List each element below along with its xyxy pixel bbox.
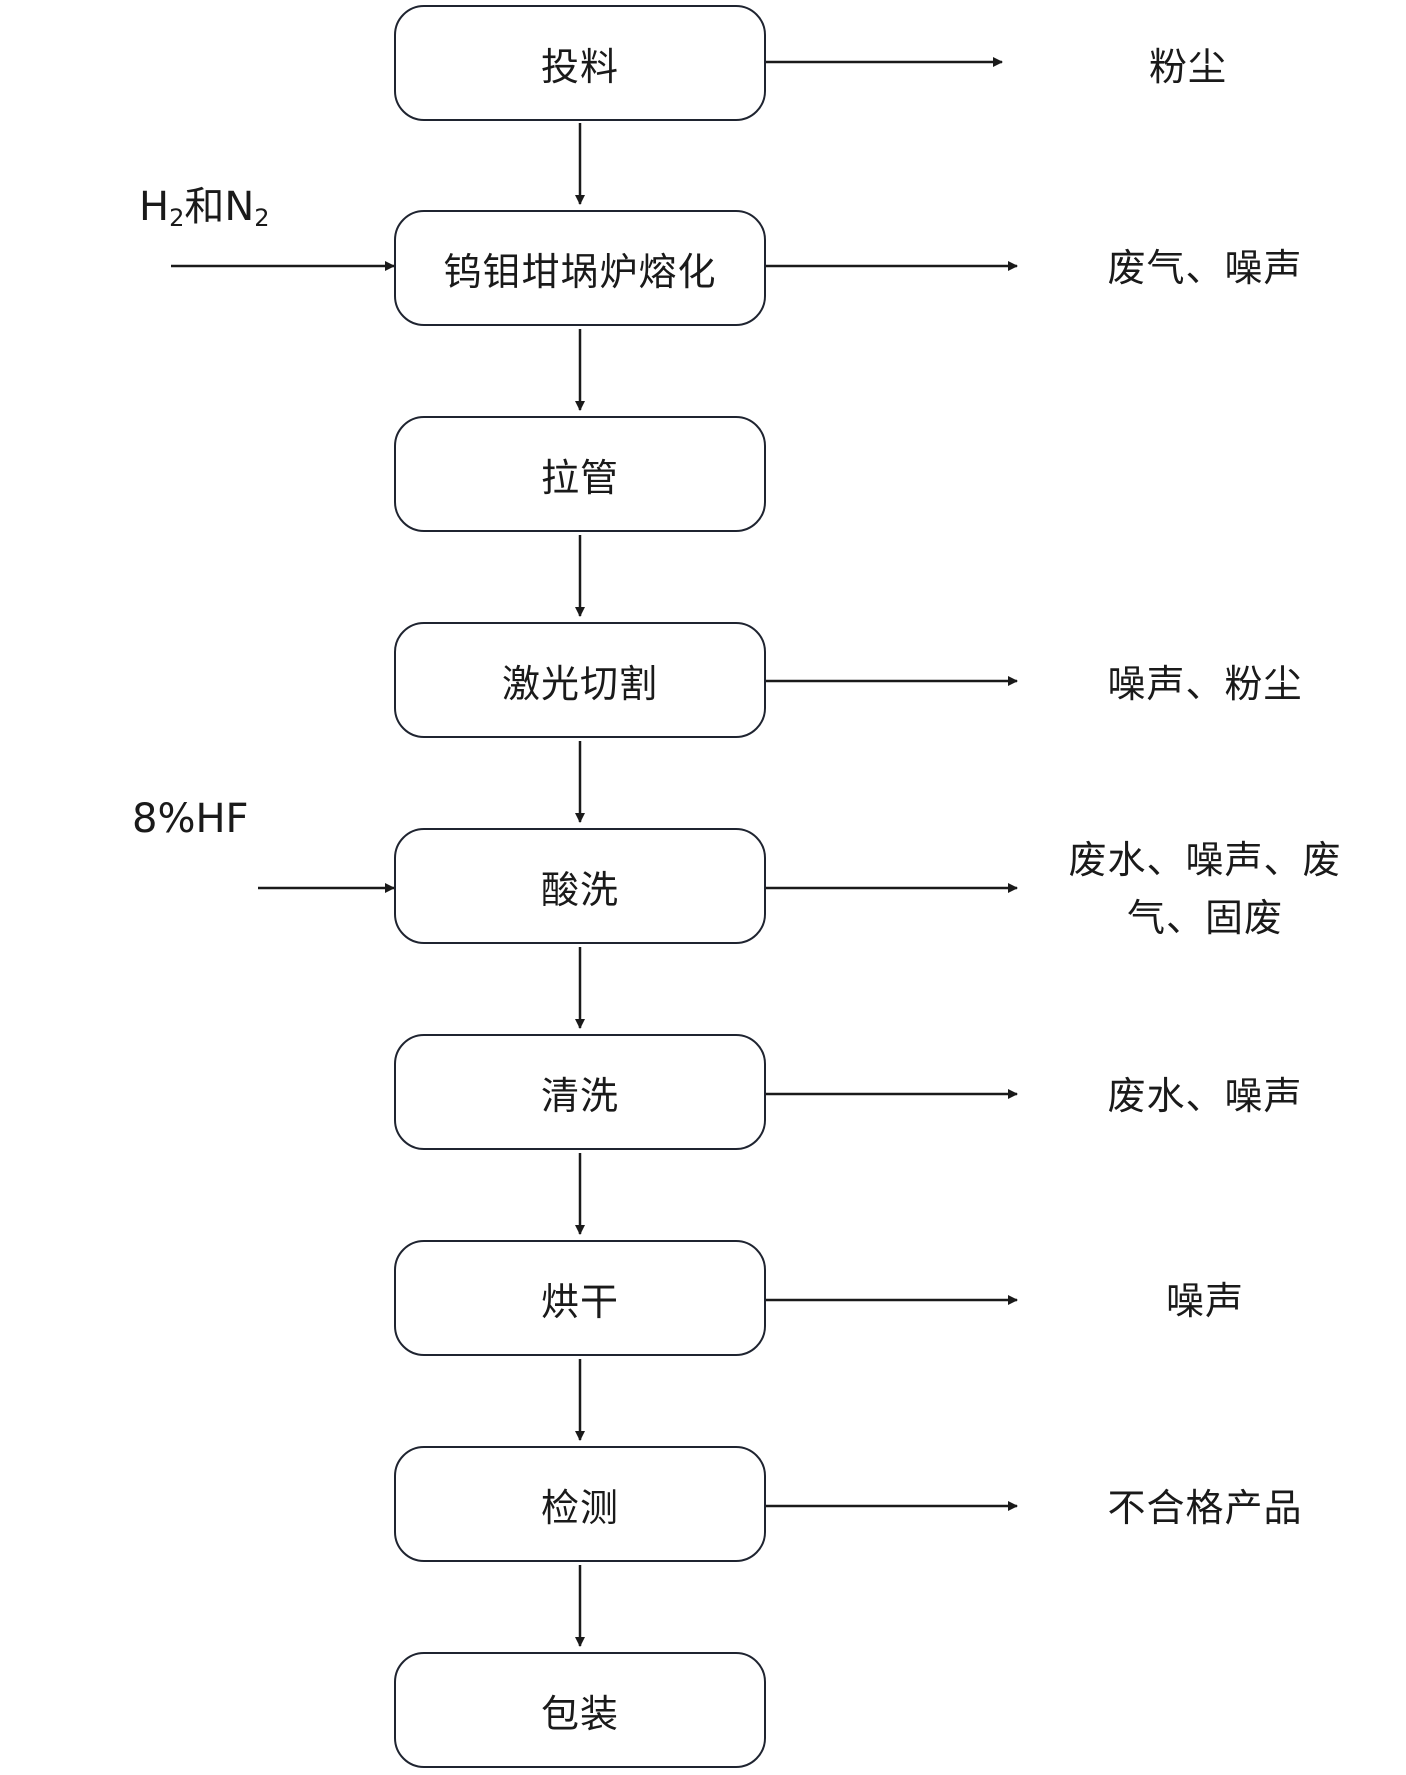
step-box-laser-cutting: 激光切割 [394, 622, 766, 738]
step-box-packaging: 包装 [394, 1652, 766, 1768]
step-box-melting: 钨钼坩埚炉熔化 [394, 210, 766, 326]
step-box-inspection: 检测 [394, 1446, 766, 1562]
step-label: 投料 [540, 44, 619, 89]
step-box-pickling: 酸洗 [394, 828, 766, 944]
output-label-exhaust-noise: 废气、噪声 [1107, 246, 1303, 290]
step-box-loading: 投料 [394, 5, 766, 121]
step-label: 检测 [540, 1485, 619, 1530]
step-label: 拉管 [540, 455, 619, 500]
step-label: 激光切割 [501, 661, 658, 706]
step-box-cleaning: 清洗 [394, 1034, 766, 1150]
step-label: 包装 [540, 1691, 619, 1736]
step-label: 清洗 [540, 1073, 619, 1118]
step-label: 酸洗 [540, 867, 619, 912]
output-label-rejected-products: 不合格产品 [1107, 1486, 1303, 1530]
input-label-h2-n2: H2和N2 [139, 184, 270, 232]
output-label-noise-dust: 噪声、粉尘 [1107, 662, 1303, 706]
output-label-pickling-waste: 废水、噪声、废 气、固废 [1068, 838, 1342, 940]
step-label: 烘干 [540, 1279, 619, 1324]
step-box-tube-drawing: 拉管 [394, 416, 766, 532]
step-label: 钨钼坩埚炉熔化 [443, 249, 717, 294]
output-label-noise: 噪声 [1165, 1279, 1244, 1323]
input-label-hf: 8%HF [132, 796, 249, 842]
output-label-dust: 粉尘 [1148, 45, 1227, 89]
step-box-drying: 烘干 [394, 1240, 766, 1356]
output-label-wastewater-noise: 废水、噪声 [1107, 1074, 1303, 1118]
